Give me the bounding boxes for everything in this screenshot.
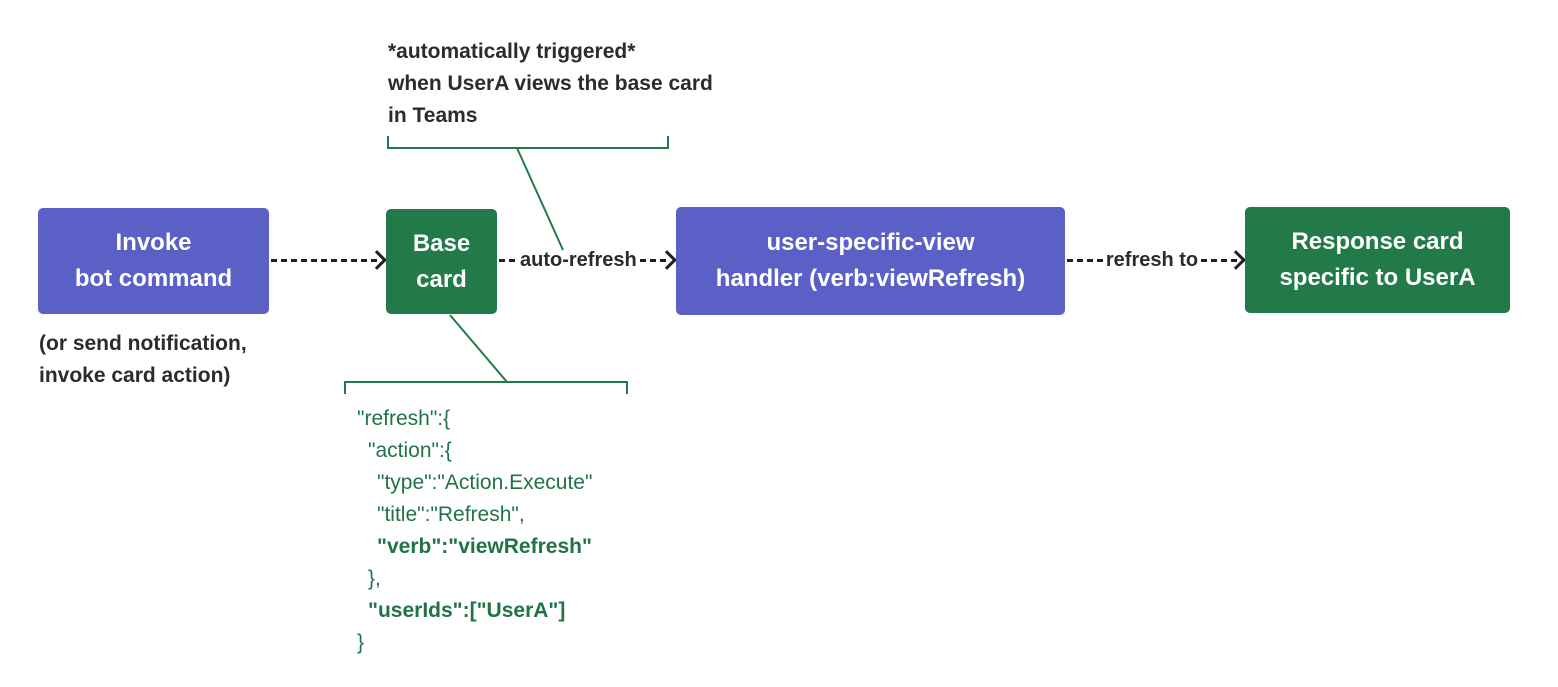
node-invoke-label-line: bot command bbox=[74, 265, 233, 292]
code-line: "type":"Action.Execute" bbox=[377, 471, 593, 494]
dashed-line bbox=[639, 258, 668, 262]
node-invoke-label-line: Invoke bbox=[115, 229, 192, 256]
node-response-card: Response card specific to UserA bbox=[1245, 207, 1510, 313]
invoke-alternatives-line: (or send notification, bbox=[39, 332, 247, 355]
auto-trigger-note-line: *automatically triggered* bbox=[388, 40, 636, 63]
code-line: "verb":"viewRefresh" bbox=[377, 535, 592, 558]
arrowhead-right-icon bbox=[657, 250, 677, 270]
top-bracket bbox=[387, 136, 669, 149]
arrowhead-right-icon bbox=[1226, 250, 1246, 270]
bottom-bracket bbox=[344, 381, 628, 394]
code-line: "title":"Refresh", bbox=[377, 503, 525, 526]
dashed-line bbox=[1201, 258, 1237, 262]
node-response-label-line: specific to UserA bbox=[1279, 264, 1476, 291]
node-user-specific-view-handler: user-specific-view handler (verb:viewRef… bbox=[676, 207, 1065, 315]
dashed-line bbox=[499, 258, 517, 262]
code-line: }, bbox=[368, 567, 381, 590]
arrow-handler-to-response: refresh to bbox=[1067, 248, 1246, 272]
node-base-card-label-line: card bbox=[416, 265, 467, 293]
dashed-line bbox=[1067, 258, 1103, 262]
code-line: "userIds":["UserA"] bbox=[368, 599, 566, 622]
node-handler-label-line: handler (verb:viewRefresh) bbox=[715, 265, 1026, 292]
arrow-invoke-to-base bbox=[271, 248, 387, 272]
base-card-diagonal bbox=[449, 314, 508, 383]
refresh-json-snippet: "refresh":{ "action":{ "type":"Action.Ex… bbox=[345, 403, 592, 659]
auto-trigger-note: *automatically triggered* when UserA vie… bbox=[388, 36, 713, 132]
dashed-line bbox=[271, 258, 378, 262]
auto-refresh-label: auto-refresh bbox=[520, 248, 637, 271]
invoke-alternatives-note: (or send notification, invoke card actio… bbox=[39, 328, 247, 392]
auto-trigger-note-line: in Teams bbox=[388, 104, 478, 127]
node-invoke-bot-command: Invoke bot command bbox=[38, 208, 269, 314]
node-handler-label-line: user-specific-view bbox=[766, 229, 975, 256]
invoke-alternatives-line: invoke card action) bbox=[39, 364, 231, 387]
code-line: "action":{ bbox=[368, 439, 452, 462]
top-bracket-diagonal bbox=[516, 147, 564, 251]
refresh-to-label: refresh to bbox=[1105, 248, 1199, 271]
node-base-card-label-line: Base bbox=[412, 229, 471, 257]
code-line: "refresh":{ bbox=[357, 407, 451, 430]
node-base-card: Base card bbox=[386, 209, 497, 314]
arrowhead-right-icon bbox=[367, 250, 387, 270]
arrow-base-to-handler: auto-refresh bbox=[499, 248, 677, 272]
code-line: } bbox=[357, 631, 365, 654]
node-response-label-line: Response card bbox=[1291, 228, 1464, 255]
auto-trigger-note-line: when UserA views the base card bbox=[388, 72, 713, 95]
